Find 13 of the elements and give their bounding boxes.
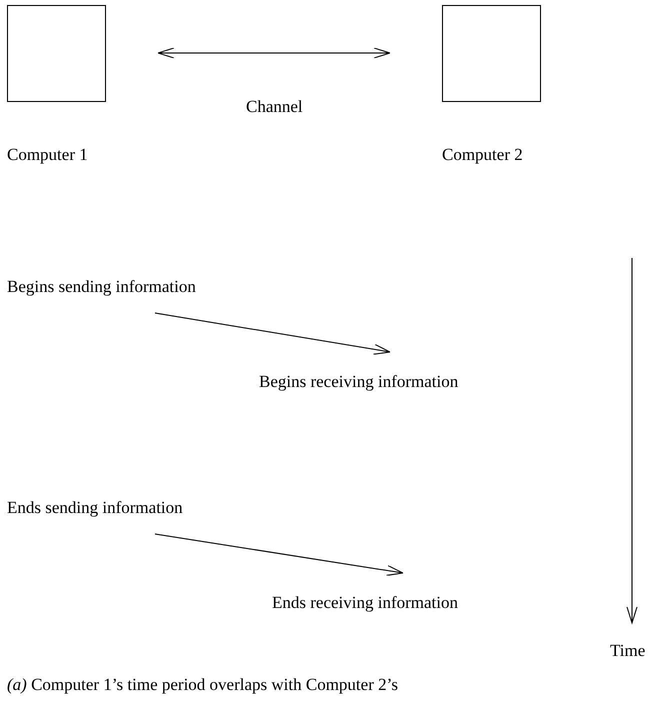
computer-box: [442, 5, 541, 102]
arrow: [154, 312, 390, 355]
step-text: Ends receiving information: [272, 593, 458, 613]
arrow: [158, 48, 390, 58]
computer-box: [7, 5, 106, 102]
caption: (a) Computer 1’s time period overlaps with Computer 2’s: [7, 675, 398, 695]
computer-label: Computer 1: [7, 145, 88, 165]
axis-label: Time: [610, 641, 646, 661]
step-text: Begins sending information: [7, 277, 196, 297]
step-text: Begins receiving information: [259, 372, 458, 392]
computer-label: Computer 2: [442, 145, 523, 165]
step-text: Ends sending information: [7, 498, 183, 518]
arrow: [154, 534, 404, 576]
